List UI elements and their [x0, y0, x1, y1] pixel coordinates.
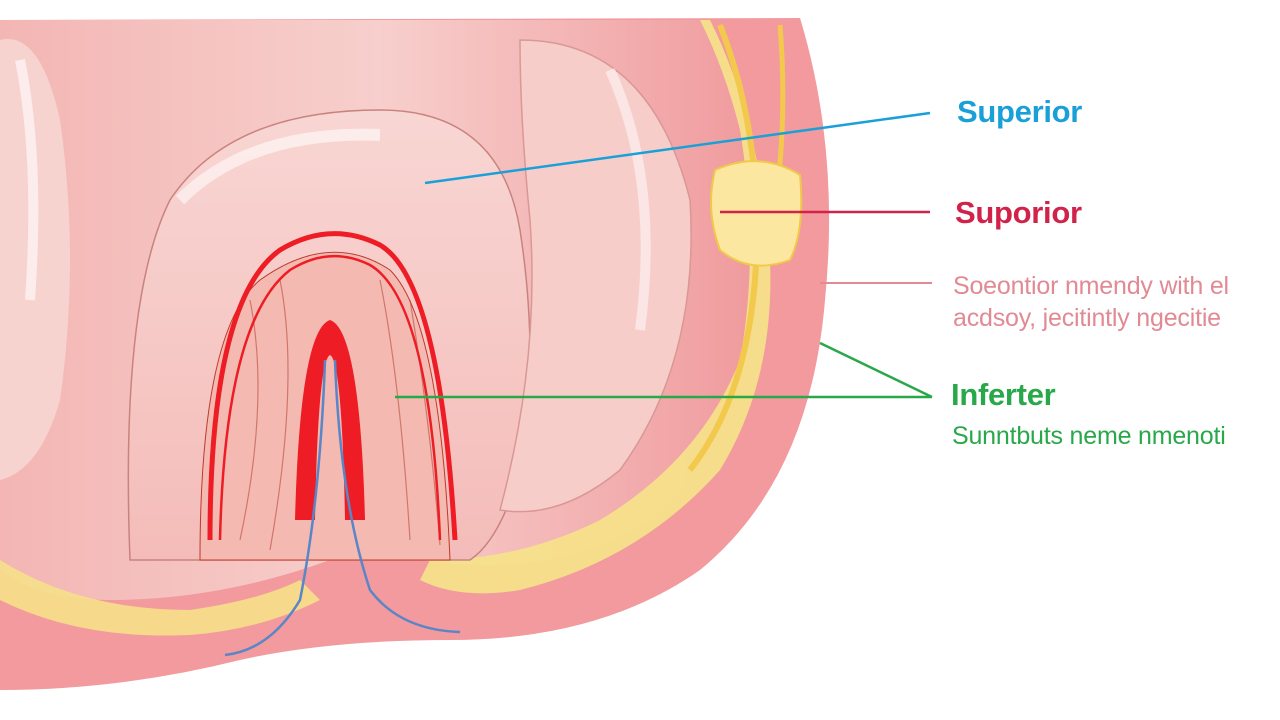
pink-description-line-1: Soeontior nmendy with el	[953, 272, 1229, 300]
red-vessel-outer	[207, 231, 458, 541]
pink-description: Soeontior nmendy with el acdsoy, jecitin…	[953, 270, 1229, 334]
right-fold	[499, 39, 692, 513]
nerve-band-bottom	[0, 560, 320, 636]
inferior-label-green: Inferter	[951, 377, 1056, 412]
red-core	[295, 320, 365, 520]
leader-line-blue	[424, 111, 931, 185]
green-description: Sunntbuts neme nmenoti	[952, 422, 1226, 450]
superior-label-blue: Superior	[957, 94, 1083, 129]
left-fold-shine	[15, 59, 39, 301]
pink-description-line-2: acdsoy, jecitintly ngecitie	[953, 304, 1221, 332]
blue-channel	[333, 359, 461, 634]
leader-line-green	[819, 341, 933, 399]
nerve-ganglion	[710, 160, 803, 267]
red-vessel-inner	[218, 254, 442, 541]
right-fold-shine	[605, 67, 651, 331]
nerve-strand	[687, 23, 760, 472]
inner-dome-shine	[175, 128, 381, 205]
tissue-fibers	[239, 279, 441, 551]
superior-label-red: Suporior	[955, 195, 1082, 230]
blue-channel	[224, 359, 327, 657]
